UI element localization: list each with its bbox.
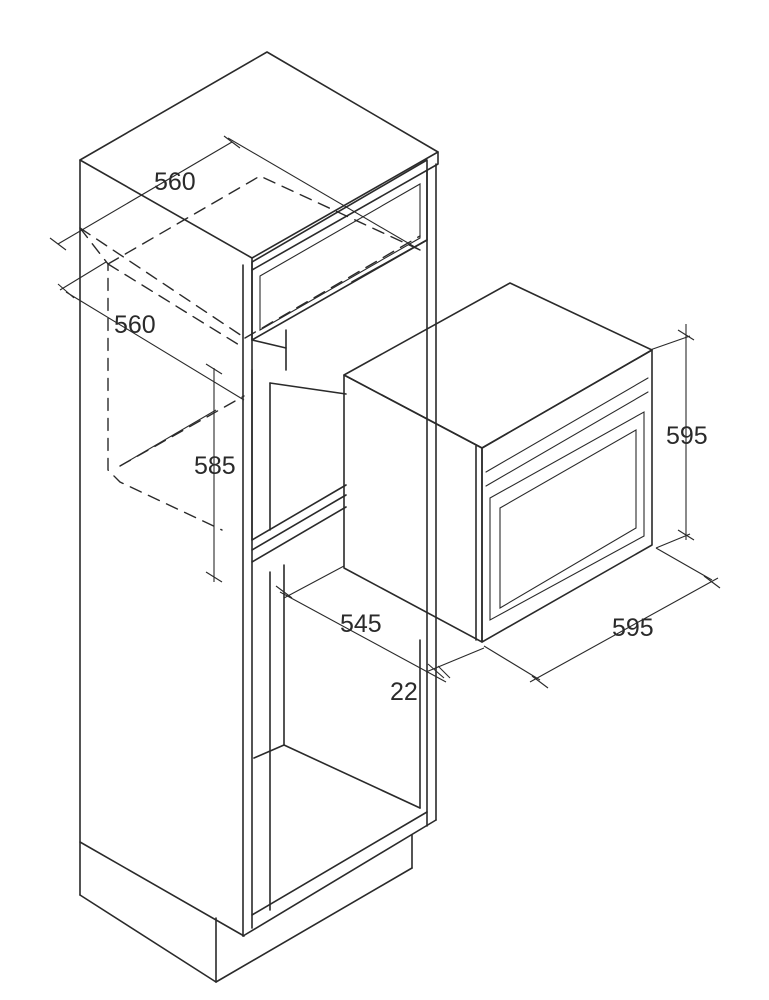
dim-tick-k xyxy=(677,329,695,341)
niche-dash-3 xyxy=(107,263,245,349)
niche-dashed-outline xyxy=(79,175,421,531)
dimension-lines xyxy=(49,135,721,689)
niche-dash-6 xyxy=(244,235,421,339)
cabinet-bottom-edge xyxy=(79,894,217,983)
upper-panel-inset xyxy=(259,183,421,331)
upper-panel xyxy=(251,159,428,341)
niche-floor-front xyxy=(251,494,347,551)
dim-tick-i xyxy=(531,675,549,689)
front-frame-bottom xyxy=(242,819,437,937)
dim-560-width-ext xyxy=(227,137,421,251)
dim-tick-j xyxy=(703,575,721,589)
lower-compartment-floor-back xyxy=(283,744,421,809)
dim-tick-d xyxy=(205,363,223,375)
label-niche-height: 585 xyxy=(194,452,236,480)
dim-595w-ext-a xyxy=(483,645,541,681)
dim-595h-ext-bottom xyxy=(655,533,691,549)
dim-595w-line xyxy=(529,577,719,683)
niche-floor-top xyxy=(251,484,347,541)
niche-dash-2 xyxy=(79,227,223,531)
dim-560-width-line xyxy=(57,141,233,245)
plinth-front-bottom xyxy=(215,867,413,983)
dim-585-ext xyxy=(119,409,217,467)
oven-side xyxy=(343,374,483,643)
dim-545-line xyxy=(279,591,447,683)
dim-595w-ext-b xyxy=(655,547,713,581)
front-frame-bottom-inner xyxy=(251,811,428,916)
dim-tick-a xyxy=(49,237,67,251)
oven xyxy=(343,282,653,643)
dimension-labels: 560 560 585 545 22 595 595 xyxy=(114,168,708,706)
dim-tick-f xyxy=(275,585,293,599)
oven-control-panel-line xyxy=(485,377,649,473)
niche-ceiling-left xyxy=(251,339,287,349)
dim-560-depth-line xyxy=(65,291,245,401)
dim-tick-h xyxy=(437,665,451,679)
label-cabinet-depth: 560 xyxy=(114,311,156,339)
niche-back-top xyxy=(269,382,347,395)
dim-545-ext xyxy=(283,565,345,599)
oven-front xyxy=(481,349,653,643)
niche-ceiling-right xyxy=(351,239,428,283)
dim-tick-c xyxy=(57,283,75,299)
label-oven-height: 595 xyxy=(666,422,708,450)
dim-tick-e xyxy=(205,571,223,583)
dim-tick-l xyxy=(677,529,695,541)
label-door-offset: 22 xyxy=(390,678,418,706)
tall-cabinet xyxy=(79,51,439,983)
oven-door-glass xyxy=(499,429,637,609)
lower-compartment-floor-left xyxy=(253,744,285,759)
dim-560-depth-ext xyxy=(59,261,107,291)
dim-tick-b xyxy=(223,135,241,149)
niche-floor-under xyxy=(251,506,347,563)
niche-dash-1 xyxy=(79,227,246,339)
cabinet-top xyxy=(79,51,439,259)
label-oven-width: 595 xyxy=(612,614,654,642)
dim-595h-ext-top xyxy=(649,335,691,351)
oven-top xyxy=(343,282,653,449)
dim-tick-g xyxy=(427,663,445,679)
oven-control-panel-line-2 xyxy=(485,391,649,487)
cabinet-plinth-line xyxy=(79,841,245,937)
oven-door xyxy=(489,411,645,621)
dim-22-line xyxy=(425,647,485,673)
label-cabinet-width: 560 xyxy=(154,168,196,196)
label-oven-depth: 545 xyxy=(340,610,382,638)
